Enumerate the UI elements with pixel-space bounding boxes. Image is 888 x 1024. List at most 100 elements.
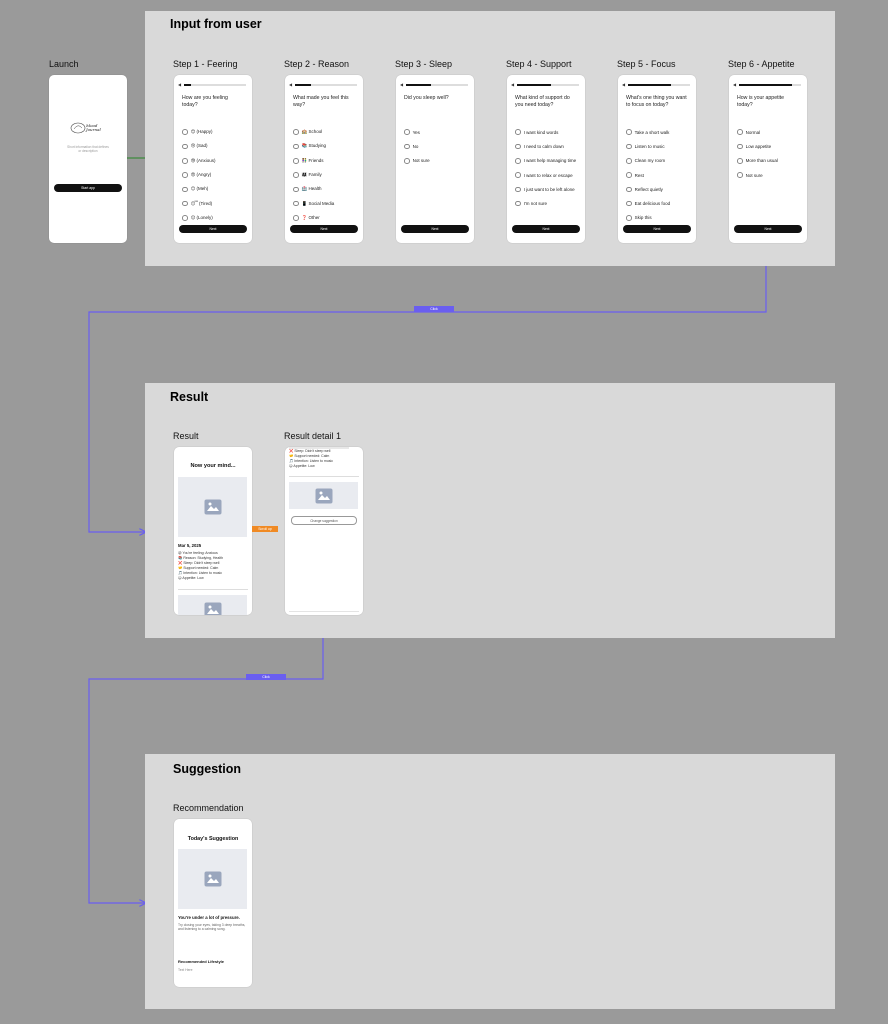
option-label: Eat delicious food [634,201,671,207]
option-item[interactable]: I want help managing time [515,154,583,168]
back-arrow-icon[interactable]: ◀ [400,82,404,87]
progress-bar [406,84,468,86]
back-arrow-icon[interactable]: ◀ [511,82,515,87]
option-item[interactable]: 👫 Friends [293,154,361,168]
option-label: 😡 (Angry) [190,172,212,178]
next-button[interactable]: Next [179,225,247,233]
next-button[interactable]: Next [734,225,802,233]
option-item[interactable]: Clean my room [626,154,694,168]
image-placeholder-icon [204,499,221,515]
option-item[interactable]: 😔 (Lonely) [182,211,250,225]
option-item[interactable]: 😴 (Tired) [182,196,250,210]
option-item[interactable]: 🏥 Health [293,182,361,196]
radio-icon[interactable] [182,143,188,150]
frame-label-step-6: Step 6 - Appetite [728,59,795,69]
option-item[interactable]: 😰 (Anxious) [182,154,250,168]
radio-icon[interactable] [515,143,521,150]
start-app-button[interactable]: Start app [54,184,122,192]
radio-icon[interactable] [182,200,188,207]
next-button[interactable]: Next [512,225,580,233]
option-item[interactable]: I just want to be left alone [515,182,583,196]
option-item[interactable]: Yes [404,125,472,139]
progress-bar [517,84,579,86]
radio-icon[interactable] [626,157,632,164]
option-item[interactable]: Eat delicious food [626,196,694,210]
option-item[interactable]: Take a short walk [626,125,694,139]
option-item[interactable]: Reflect quietly [626,182,694,196]
option-label: Yes [412,129,420,135]
next-button[interactable]: Next [623,225,691,233]
back-arrow-icon[interactable]: ◀ [289,82,293,87]
option-item[interactable]: Listen to music [626,139,694,153]
radio-icon[interactable] [626,129,632,135]
back-arrow-icon[interactable]: ◀ [622,82,626,87]
change-suggestion-button[interactable]: Change suggestion [291,516,357,525]
option-item[interactable]: ❓ Other [293,211,361,225]
option-item[interactable]: I'm not sure [515,196,583,210]
radio-icon[interactable] [182,157,188,164]
option-item[interactable]: Low appetite [737,139,805,153]
radio-icon[interactable] [293,129,299,135]
radio-icon[interactable] [515,129,521,135]
radio-icon[interactable] [182,172,188,178]
option-item[interactable]: 😡 (Angry) [182,168,250,182]
radio-icon[interactable] [626,186,632,193]
option-item[interactable]: 😢 (Sad) [182,139,250,153]
radio-icon[interactable] [293,143,299,150]
radio-icon[interactable] [626,215,632,221]
radio-icon[interactable] [293,200,299,207]
radio-icon[interactable] [737,143,743,150]
radio-icon[interactable] [626,143,632,150]
option-item[interactable]: Normal [737,125,805,139]
option-item[interactable]: More than usual [737,154,805,168]
option-item[interactable]: Not sure [404,154,472,168]
radio-icon[interactable] [515,172,521,178]
radio-icon[interactable] [515,157,521,164]
option-item[interactable]: 📱 Social Media [293,196,361,210]
option-label: Normal [745,129,761,135]
option-label: 🏫 School [301,129,323,135]
radio-icon[interactable] [626,172,632,178]
frame-label-result-detail: Result detail 1 [284,431,342,441]
option-item[interactable]: 🏫 School [293,125,361,139]
option-label: 👨‍👩‍👧 Family [301,172,322,178]
radio-icon[interactable] [182,215,188,221]
option-label: Clean my room [634,158,666,164]
option-item[interactable]: 😐 (Meh) [182,182,250,196]
radio-icon[interactable] [293,215,299,221]
radio-icon[interactable] [515,186,521,193]
frame-label-step-2: Step 2 - Reason [284,59,350,69]
option-item[interactable]: 👨‍👩‍👧 Family [293,168,361,182]
divider [178,589,248,590]
progress-bar [184,84,246,86]
radio-icon[interactable] [737,172,743,178]
radio-icon[interactable] [293,172,299,178]
radio-icon[interactable] [626,200,632,207]
option-item[interactable]: 😊 (Happy) [182,125,250,139]
radio-icon[interactable] [737,157,743,164]
radio-icon[interactable] [182,186,188,193]
radio-icon[interactable] [404,143,410,150]
option-item[interactable]: Skip this [626,211,694,225]
option-item[interactable]: Not sure [737,168,805,182]
option-item[interactable]: I want kind words [515,125,583,139]
radio-icon[interactable] [182,129,188,135]
option-item[interactable]: I need to calm down [515,139,583,153]
back-arrow-icon[interactable]: ◀ [733,82,737,87]
radio-icon[interactable] [293,157,299,164]
summary-line: 🎵 Intention: Listen to music [178,571,223,575]
radio-icon[interactable] [737,129,743,135]
radio-icon[interactable] [404,129,410,135]
radio-icon[interactable] [293,186,299,193]
option-item[interactable]: 📚 Studying [293,139,361,153]
option-item[interactable]: No [404,139,472,153]
option-item[interactable]: I want to relax or escape [515,168,583,182]
next-button[interactable]: Next [290,225,358,233]
lifestyle-text: Text Here [178,968,193,972]
radio-icon[interactable] [404,157,410,164]
option-item[interactable]: Rest [626,168,694,182]
radio-icon[interactable] [515,200,521,207]
back-arrow-icon[interactable]: ◀ [178,82,182,87]
next-button[interactable]: Next [401,225,469,233]
